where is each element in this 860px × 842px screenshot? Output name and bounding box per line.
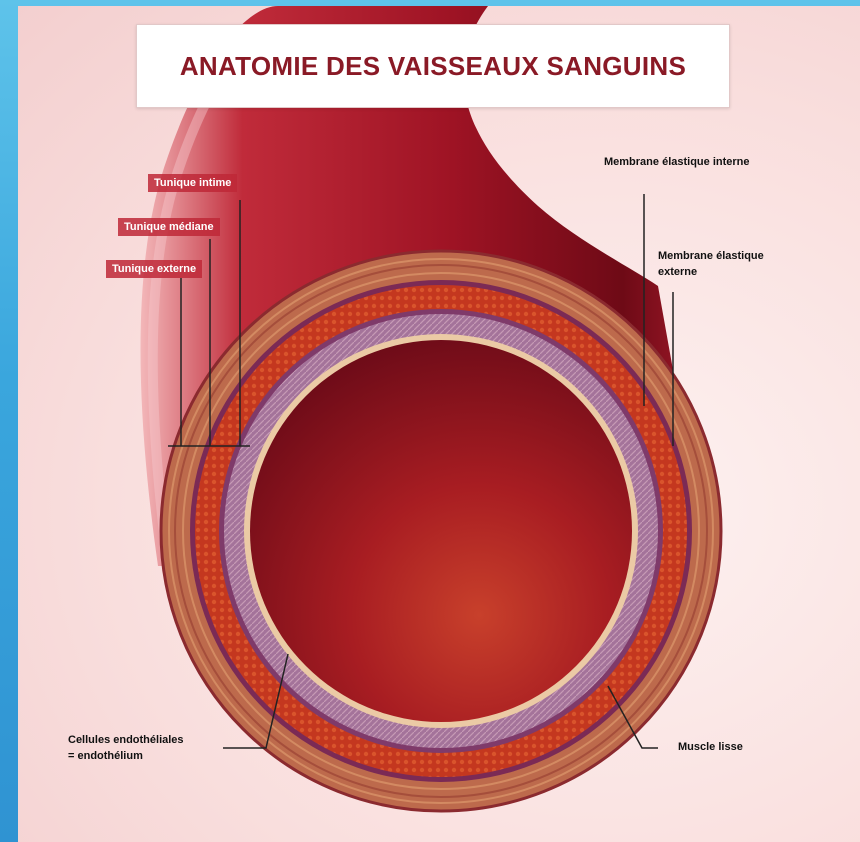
blood-vessel-diagram [18, 6, 860, 842]
label-cellules-endotheliales: Cellules endothéliales = endothélium [68, 732, 184, 764]
label-tunique-mediane: Tunique médiane [118, 218, 220, 236]
label-tunique-externe: Tunique externe [106, 260, 202, 278]
label-membrane-elastique-interne: Membrane élastique interne [604, 154, 750, 170]
label-tunique-intime: Tunique intime [148, 174, 237, 192]
label-membrane-elastique-externe: Membrane élastique externe [658, 248, 764, 280]
diagram-title: ANATOMIE DES VAISSEAUX SANGUINS [180, 51, 686, 82]
title-box: ANATOMIE DES VAISSEAUX SANGUINS [136, 24, 730, 108]
vessel-lumen [250, 340, 632, 722]
label-muscle-lisse: Muscle lisse [678, 739, 743, 755]
diagram-panel: ANATOMIE DES VAISSEAUX SANGUINS Tunique … [18, 6, 860, 842]
